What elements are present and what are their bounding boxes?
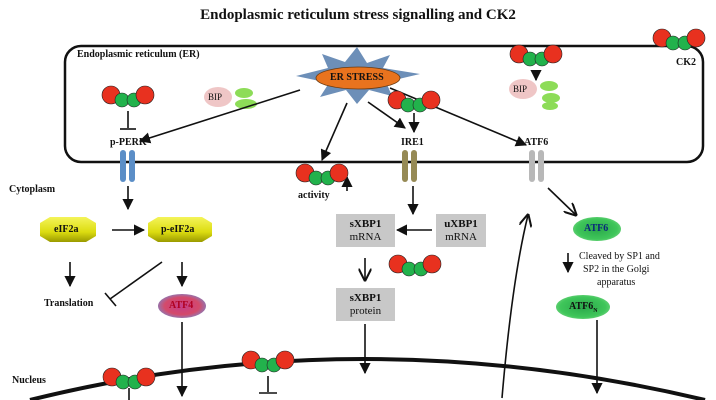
- ck2-legend-red-subunit: [686, 28, 706, 48]
- ck2-activity-complex: [295, 163, 349, 186]
- ck2-over-ire1-complex: [387, 90, 441, 113]
- ck2-over-bip-red-subunit: [543, 44, 563, 64]
- peif2a-shape: [148, 217, 212, 242]
- ck2-xbp1-complex: [388, 254, 442, 277]
- arrow-nucleus-to-uxbp1: [501, 215, 528, 399]
- bip-right-label: BIP: [513, 84, 528, 94]
- ck2-nucleus-left-complex: [102, 367, 156, 390]
- atf6n-shape: [556, 295, 610, 319]
- ck2-legend-label: CK2: [676, 57, 696, 68]
- ck2-nucleus-mid-red-subunit: [275, 350, 295, 370]
- cleaved-text-line1: Cleaved by SP1 and: [579, 251, 660, 262]
- ck2-xbp1-red-subunit: [422, 254, 442, 274]
- eif2a-label: eIF2a: [54, 224, 79, 235]
- inhibit-peif2a-translation-bar: [104, 292, 117, 307]
- atf4-shape: [158, 294, 206, 318]
- ire1-label: IRE1: [401, 137, 424, 148]
- arrow-stress-to-activity: [320, 102, 348, 162]
- ck2-over-perk-complex: [101, 85, 155, 108]
- uxbp1-mrna-line2: mRNA: [445, 230, 477, 243]
- bip-left-complex: [204, 87, 257, 109]
- bip-left-label: BIP: [208, 92, 223, 102]
- sxbp1-mrna-box: sXBP1 mRNA: [336, 214, 395, 247]
- sxbp1-protein-box: sXBP1 protein: [336, 288, 395, 321]
- sxbp1-mrna-line2: mRNA: [349, 230, 382, 243]
- ck2-nucleus-mid-complex: [241, 350, 295, 373]
- eif2a-shape: [40, 217, 96, 242]
- cytoplasm-label: Cytoplasm: [9, 184, 56, 195]
- er-stress-label: ER STRESS: [330, 72, 384, 83]
- bip-right-complex: [509, 79, 560, 110]
- ck2-activity-red-subunit: [329, 163, 349, 183]
- ck2-nucleus-left-red-subunit: [136, 367, 156, 387]
- atf6-cleaved-label: ATF6: [584, 223, 609, 234]
- arrow-stress-to-ire1: [367, 101, 406, 129]
- cleaved-text-line3: apparatus: [597, 277, 636, 288]
- nucleus-label: Nucleus: [12, 375, 46, 386]
- activity-label: activity: [298, 190, 330, 201]
- ire1-receptor: [402, 150, 417, 182]
- sxbp1-protein-line2: protein: [349, 304, 382, 317]
- sxbp1-protein-line1: sXBP1: [349, 291, 382, 304]
- translation-label: Translation: [44, 298, 94, 309]
- peif2a-label: p-eIF2a: [161, 224, 195, 235]
- perk-receptor: [120, 150, 135, 182]
- arrow-atf6-to-cleaved: [547, 187, 576, 215]
- atf6n-label: ATF6N: [569, 301, 598, 314]
- sxbp1-mrna-line1: sXBP1: [349, 217, 382, 230]
- page-title: Endoplasmic reticulum stress signalling …: [200, 7, 516, 23]
- ck2-legend-complex: [652, 28, 706, 51]
- ck2-over-ire1-red-subunit: [421, 90, 441, 110]
- ck2-over-bip-complex: [509, 44, 563, 67]
- atf6n-main: ATF6: [569, 301, 594, 312]
- pperk-label: p-PERK: [110, 137, 147, 148]
- arrow-stress-to-perk: [138, 89, 301, 144]
- atf6-receptor: [529, 150, 544, 182]
- inhibit-peif2a-translation: [109, 261, 163, 300]
- uxbp1-mrna-line1: uXBP1: [444, 217, 478, 230]
- atf6n-subscript: N: [593, 308, 598, 314]
- atf6-receptor-label: ATF6: [524, 137, 549, 148]
- cleaved-text-line2: SP2 in the Golgi: [583, 264, 650, 275]
- arrow-stress-to-atf6: [389, 87, 528, 147]
- atf6-cleaved-shape: [573, 217, 621, 241]
- ck2-over-perk-red-subunit: [135, 85, 155, 105]
- uxbp1-mrna-box: uXBP1 mRNA: [436, 214, 486, 247]
- er-membrane: [63, 44, 705, 164]
- atf4-label: ATF4: [169, 300, 194, 311]
- er-label: Endoplasmic reticulum (ER): [77, 49, 200, 60]
- er-stress-ellipse: [315, 66, 401, 90]
